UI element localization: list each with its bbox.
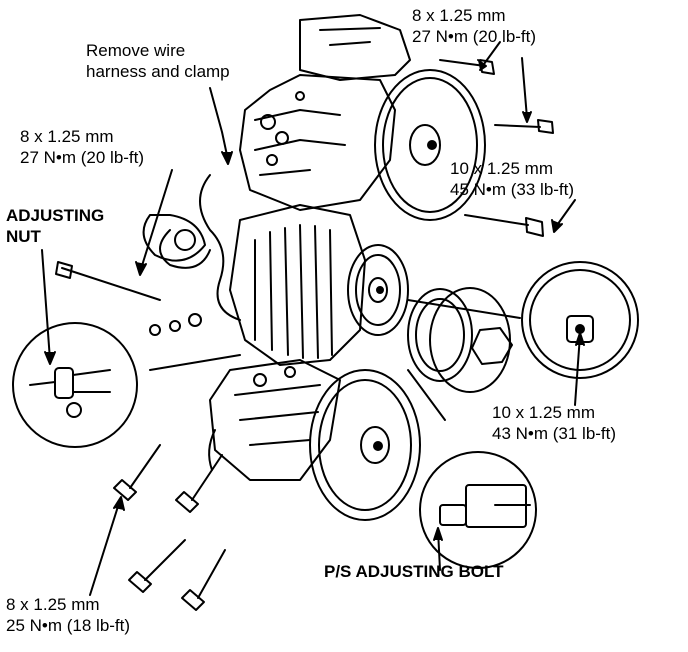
- adjusting-nut-line1: ADJUSTING: [6, 206, 105, 225]
- right-mid-size: 10 x 1.25 mm: [450, 159, 553, 178]
- upper-pulley: [374, 69, 486, 221]
- remove-line1: Remove wire: [86, 41, 186, 60]
- upper-bracket-assembly: [239, 14, 411, 211]
- bottom-left-size: 8 x 1.25 mm: [6, 595, 100, 614]
- right-lower-size: 10 x 1.25 mm: [492, 403, 595, 422]
- wire-harness: [142, 174, 241, 321]
- bolt-right-1: [494, 119, 554, 134]
- label-ps-adjusting-bolt: P/S ADJUSTING BOLT: [324, 561, 503, 582]
- bottom-left-torque: 25 N•m (18 lb-ft): [6, 616, 131, 635]
- idler-pulley: [407, 287, 513, 393]
- alternator: [229, 204, 409, 366]
- drive-belt: [149, 299, 521, 421]
- bolts: [55, 59, 554, 611]
- leader-lines: [41, 41, 585, 596]
- bolt-lower-2: [175, 454, 223, 513]
- bolt-right-2: [464, 214, 544, 237]
- adjusting-nut-line2: NUT: [6, 227, 41, 246]
- label-top-right-bolt: 8 x 1.25 mm 27 N•m (20 lb-ft): [412, 5, 536, 47]
- bolt-lower-3: [128, 539, 186, 593]
- bolt-lower-1: [113, 444, 161, 501]
- bolt-lower-4: [181, 549, 226, 611]
- bolt-long-left: [55, 261, 161, 301]
- ps-bolt-detail: [419, 451, 537, 569]
- washer-3: [188, 313, 202, 327]
- label-right-lower-bolt: 10 x 1.25 mm 43 N•m (31 lb-ft): [492, 402, 616, 444]
- power-steering-pump: [208, 359, 421, 521]
- washer-2: [169, 320, 181, 332]
- upper-left-torque: 27 N•m (20 lb-ft): [20, 148, 145, 167]
- top-right-size: 8 x 1.25 mm: [412, 6, 506, 25]
- remove-line2: harness and clamp: [86, 62, 230, 81]
- top-right-torque: 27 N•m (20 lb-ft): [412, 27, 537, 46]
- label-remove-harness: Remove wire harness and clamp: [86, 40, 230, 82]
- upper-left-size: 8 x 1.25 mm: [20, 127, 114, 146]
- label-upper-left-bolt: 8 x 1.25 mm 27 N•m (20 lb-ft): [20, 126, 144, 168]
- washer-1: [149, 324, 161, 336]
- crank-pulley: [521, 261, 639, 379]
- label-right-mid-bolt: 10 x 1.25 mm 45 N•m (33 lb-ft): [450, 158, 574, 200]
- right-lower-torque: 43 N•m (31 lb-ft): [492, 424, 617, 443]
- label-bottom-left-bolt: 8 x 1.25 mm 25 N•m (18 lb-ft): [6, 594, 130, 636]
- label-adjusting-nut: ADJUSTING NUT: [6, 205, 104, 247]
- ps-bolt-text: P/S ADJUSTING BOLT: [324, 562, 504, 581]
- right-mid-torque: 45 N•m (33 lb-ft): [450, 180, 575, 199]
- adjusting-nut-detail: [12, 322, 138, 448]
